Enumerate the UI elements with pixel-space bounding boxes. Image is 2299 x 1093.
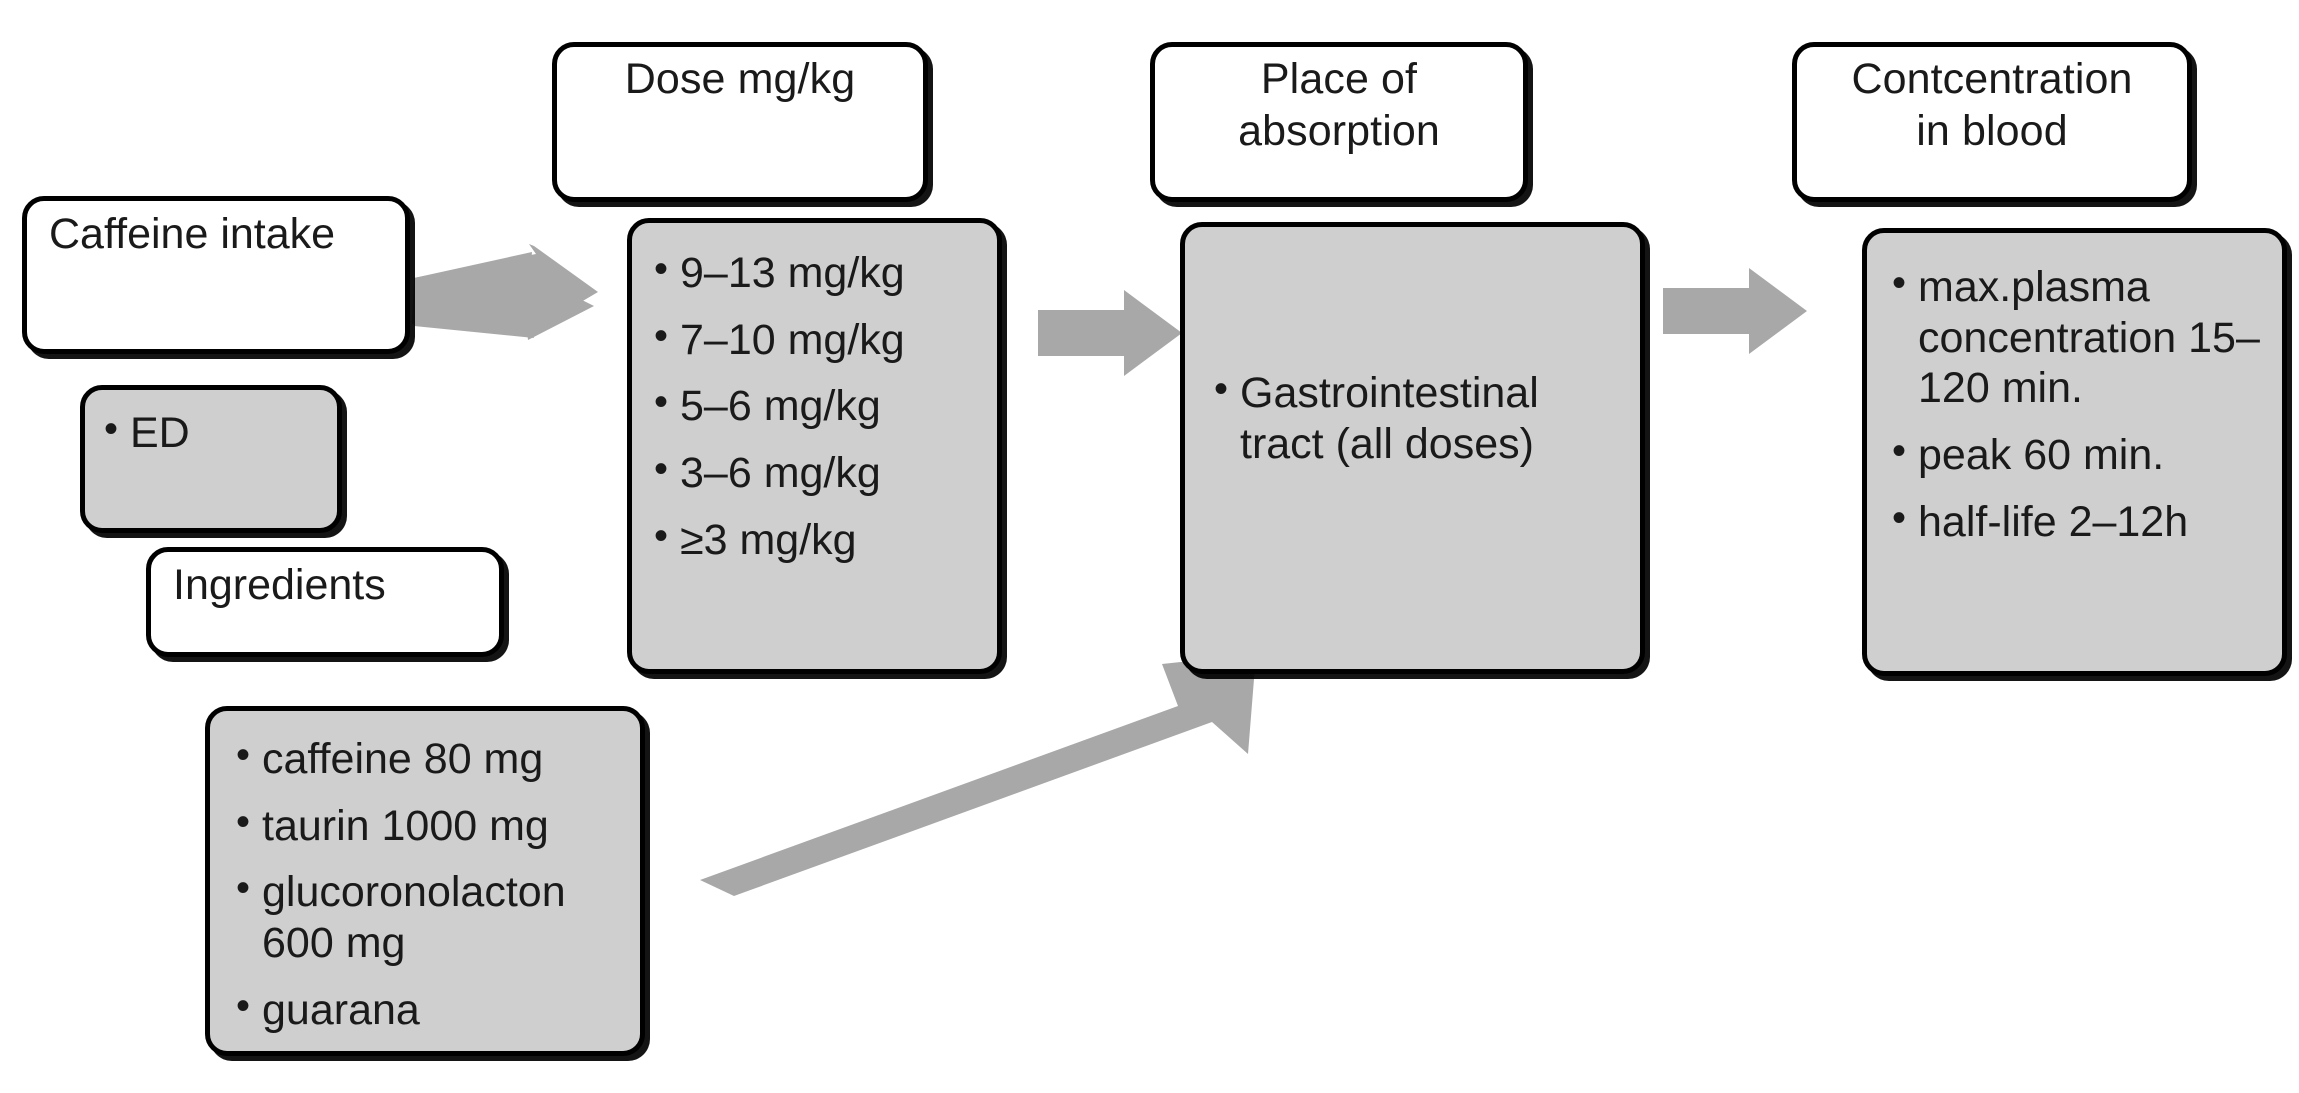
caffeine-intake-title-box: Caffeine intake	[22, 196, 410, 354]
absorption-header-label: Place of absorption	[1155, 47, 1523, 158]
blood-header-line2: in blood	[1916, 107, 2068, 156]
ed-product-list: ED	[100, 406, 330, 459]
ingredients-list: caffeine 80 mg taurin 1000 mg glucoronol…	[232, 732, 632, 1036]
caffeine-intake-label: Caffeine intake	[49, 210, 336, 258]
dose-list: 9–13 mg/kg 7–10 mg/kg 5–6 mg/kg 3–6 mg/k…	[650, 246, 990, 566]
arrow-intake-to-dose	[408, 240, 608, 350]
list-item: peak 60 min.	[1888, 428, 2268, 481]
list-item: max.plasma concentration 15–120 min.	[1888, 260, 2268, 414]
blood-header-line1: Contcentration	[1851, 55, 2133, 103]
list-item: half-life 2–12h	[1888, 495, 2268, 548]
ingredients-label: Ingredients	[173, 561, 386, 609]
list-item: 9–13 mg/kg	[650, 246, 990, 299]
blood-header-label: Contcentration in blood	[1797, 47, 2187, 158]
list-item: caffeine 80 mg	[232, 732, 632, 785]
absorption-list: Gastrointestinal tract (all doses)	[1210, 366, 1620, 469]
dose-header-label: Dose mg/kg	[624, 55, 856, 103]
blood-list: max.plasma concentration 15–120 min. pea…	[1888, 260, 2268, 548]
list-item: Gastrointestinal tract (all doses)	[1210, 366, 1620, 469]
list-item: taurin 1000 mg	[232, 799, 632, 852]
list-item: 7–10 mg/kg	[650, 313, 990, 366]
absorption-header-line2: absorption	[1238, 107, 1440, 156]
list-item: glucoronolacton 600 mg	[232, 865, 632, 968]
list-item: ED	[100, 406, 330, 459]
dose-header-box: Dose mg/kg	[552, 42, 928, 202]
arrow-dose-to-absorption	[1038, 288, 1188, 378]
list-item: 5–6 mg/kg	[650, 379, 990, 432]
list-item: ≥3 mg/kg	[650, 513, 990, 566]
arrow-absorption-to-blood	[1663, 266, 1813, 356]
absorption-header-line1: Place of	[1260, 55, 1418, 103]
ingredients-title-box: Ingredients	[146, 547, 504, 657]
arrow-ingredients-to-absorption	[700, 650, 1320, 940]
list-item: 3–6 mg/kg	[650, 446, 990, 499]
absorption-header-box: Place of absorption	[1150, 42, 1528, 202]
list-item: guarana	[232, 983, 632, 1036]
blood-header-box: Contcentration in blood	[1792, 42, 2192, 202]
